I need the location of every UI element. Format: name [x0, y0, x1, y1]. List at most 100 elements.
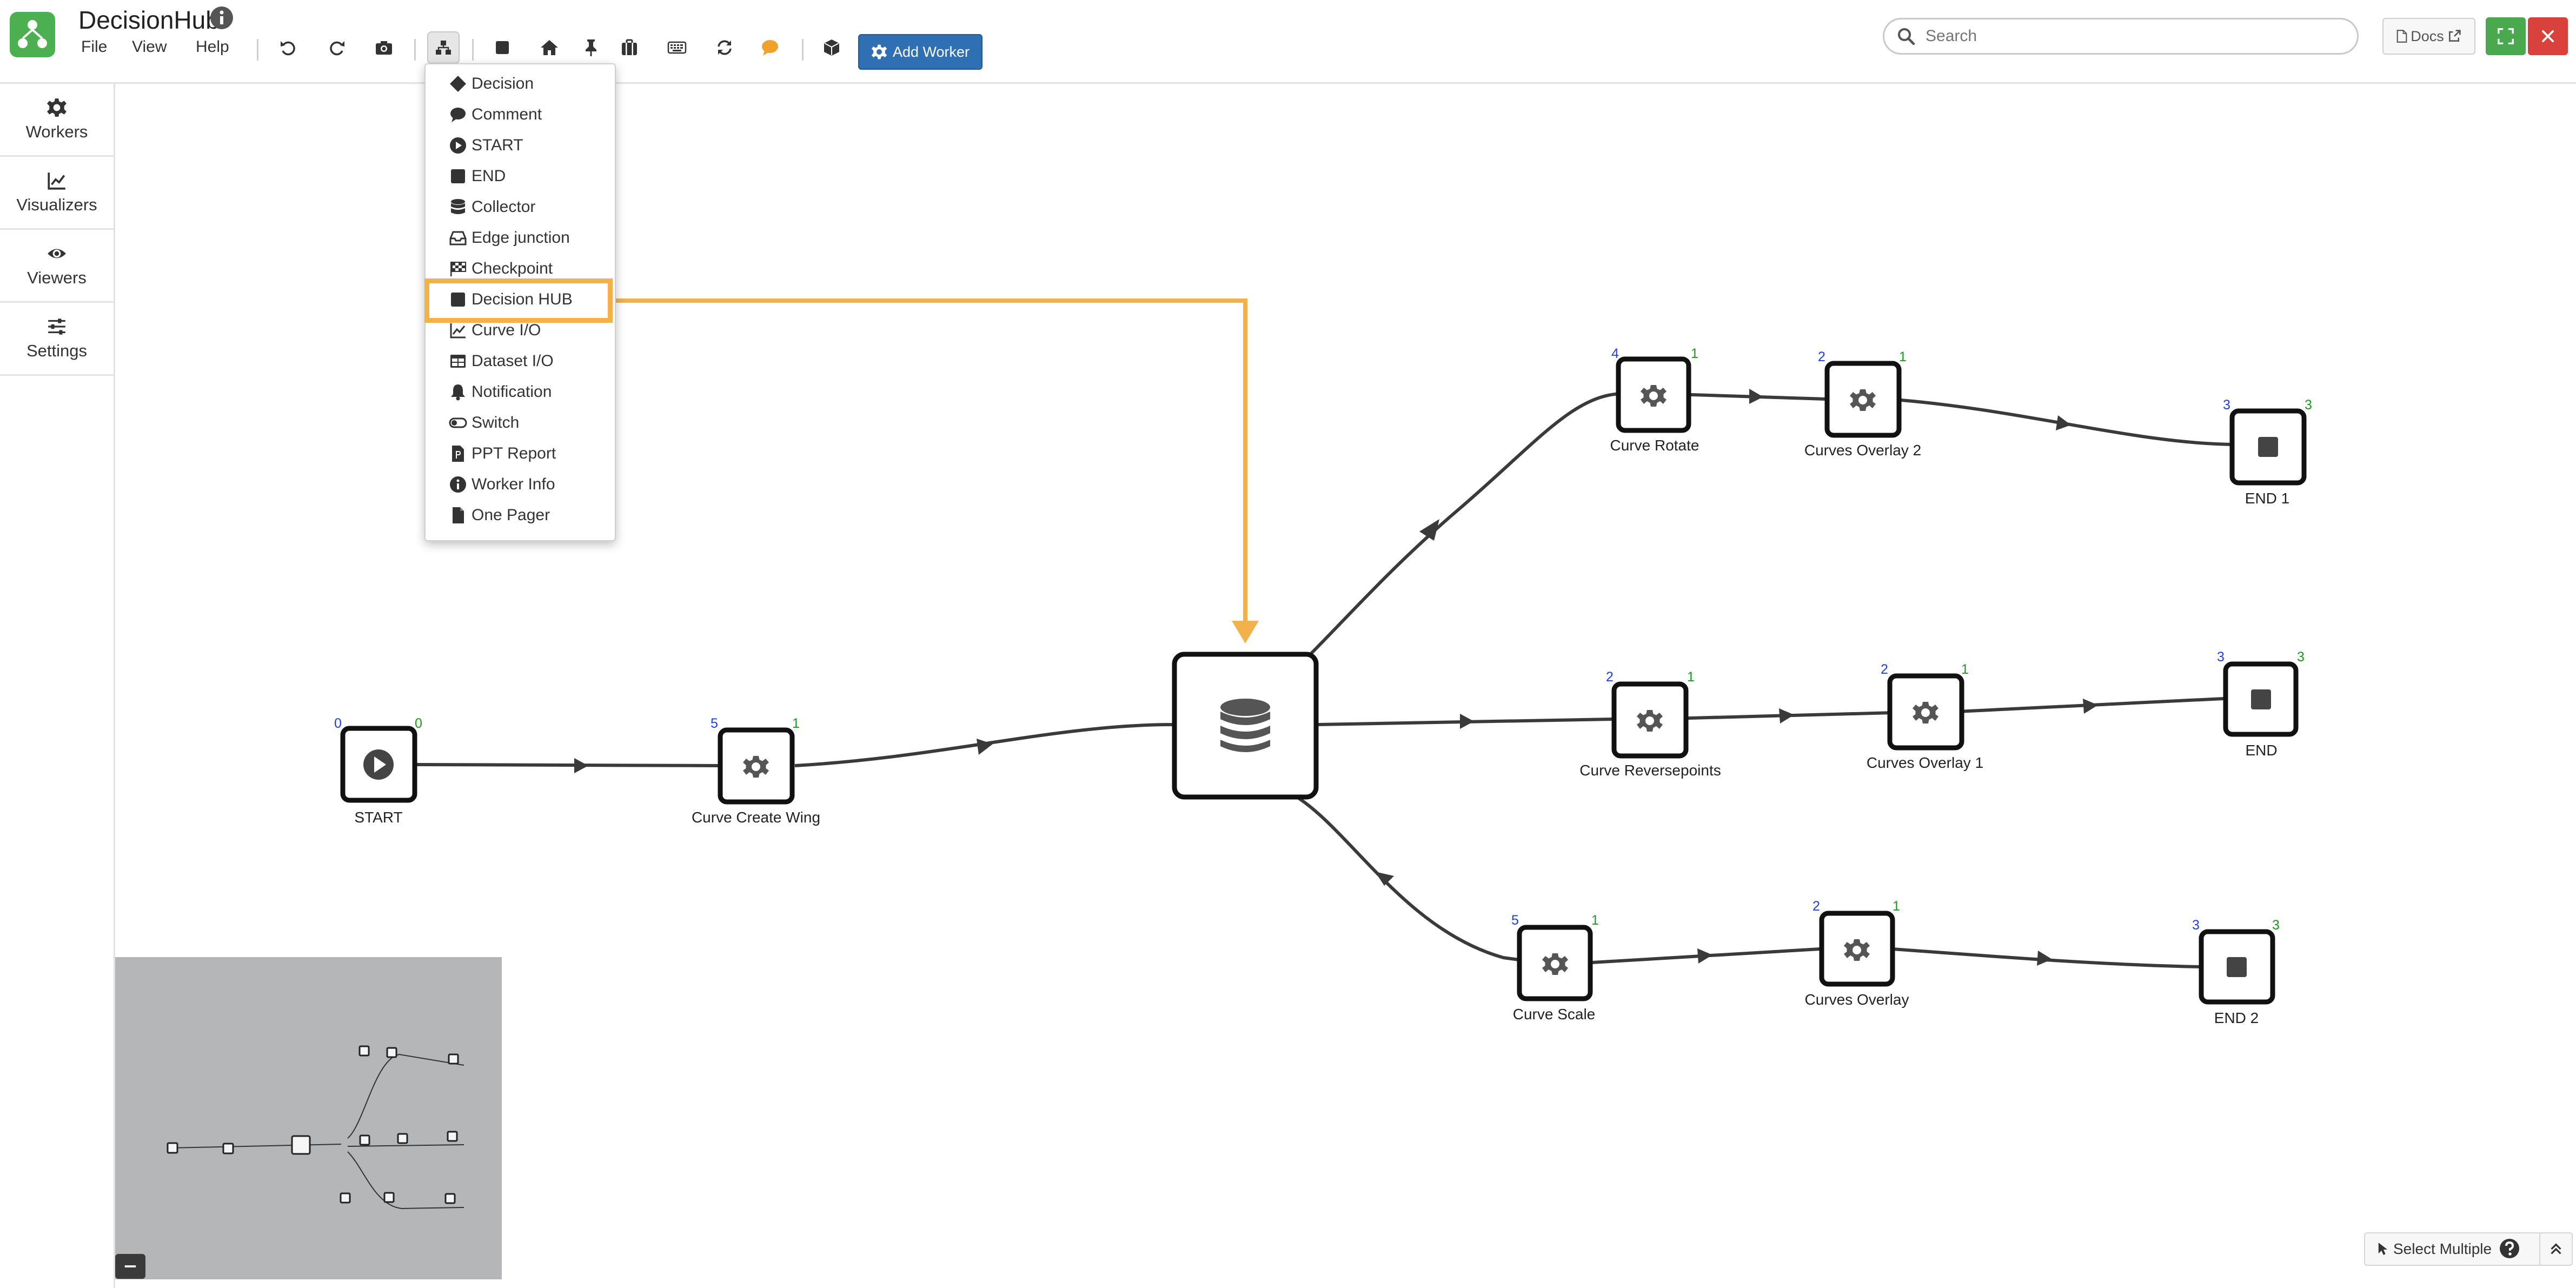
dropdown-item-decision-hub[interactable]: Decision HUB: [426, 284, 615, 315]
redo-button[interactable]: [321, 31, 353, 64]
keyboard-icon: [667, 41, 687, 54]
node-label: Curve Scale: [1512, 1006, 1596, 1023]
stop-button[interactable]: [486, 31, 519, 64]
app-logo: [10, 12, 55, 57]
port-out-count: 3: [2272, 918, 2280, 933]
info-circle-icon: [450, 476, 466, 493]
home-button[interactable]: [533, 31, 566, 64]
play-circle-icon: [450, 137, 466, 154]
keyboard-button[interactable]: [661, 31, 693, 64]
search-icon: [1898, 28, 1915, 45]
double-chevron-up-icon: [2551, 1243, 2561, 1254]
dropdown-item-end[interactable]: END: [426, 161, 615, 191]
external-link-icon: [2448, 30, 2461, 42]
camera-icon: [376, 41, 392, 55]
node-curve-create-wing: [718, 727, 795, 805]
port-in-count: 3: [2217, 649, 2225, 665]
bell-icon: [451, 384, 465, 400]
stop-square-icon: [496, 41, 509, 54]
node-curves-overlay: [1819, 911, 1895, 987]
package-button[interactable]: [815, 31, 848, 64]
sidebar-item-label: Visualizers: [16, 195, 97, 214]
question-circle-icon[interactable]: [2499, 1238, 2520, 1259]
app-title: DecisionHub: [78, 6, 220, 34]
sidebar-item-settings[interactable]: Settings: [0, 303, 114, 376]
add-node-menu-button[interactable]: [427, 31, 460, 64]
home-icon: [541, 40, 558, 55]
panel-toggle-button[interactable]: [2539, 1232, 2573, 1266]
node-curve-rotate: [1616, 356, 1691, 433]
sidebar: Workers Visualizers Viewers Settings: [0, 84, 115, 1288]
close-icon: [2541, 30, 2554, 43]
dropdown-item-checkpoint[interactable]: Checkpoint: [426, 253, 615, 284]
comments-button[interactable]: [754, 31, 786, 64]
thumbtack-icon: [586, 39, 596, 56]
dropdown-item-decision[interactable]: Decision: [426, 68, 615, 99]
dropdown-item-comment[interactable]: Comment: [426, 99, 615, 130]
port-out-count: 0: [415, 716, 422, 731]
powerpoint-file-icon: [452, 445, 464, 462]
dropdown-item-collector[interactable]: Collector: [426, 191, 615, 222]
sidebar-item-workers[interactable]: Workers: [0, 84, 114, 157]
port-in-count: 3: [2192, 918, 2200, 933]
edge-arrow: [1419, 519, 1439, 541]
dropdown-item-one-pager[interactable]: One Pager: [426, 500, 615, 530]
minimap[interactable]: [115, 957, 502, 1279]
refresh-button[interactable]: [708, 31, 741, 64]
dropdown-item-curve-io[interactable]: Curve I/O: [426, 315, 615, 346]
port-out-count: 1: [1691, 346, 1698, 361]
node-start: [340, 726, 417, 803]
port-in-count: 2: [1818, 349, 1825, 364]
stop-square-icon: [451, 292, 465, 307]
info-circle-icon[interactable]: [209, 5, 234, 30]
edge: [1649, 711, 1894, 721]
port-out-count: 1: [1893, 899, 1900, 914]
search-box[interactable]: [1883, 18, 2359, 55]
edge: [1901, 399, 2234, 446]
port-out-count: 3: [2297, 649, 2305, 665]
port-out-count: 1: [1961, 662, 1969, 677]
database-icon: [451, 198, 465, 214]
minimap-preview: [167, 1045, 464, 1210]
node-curve-scale: [1517, 925, 1593, 1001]
dropdown-item-ppt-report[interactable]: PPT Report: [426, 438, 615, 469]
toolbar-separator: [802, 39, 804, 61]
workflow-edges: [340, 298, 2307, 1005]
menu-help[interactable]: Help: [196, 38, 229, 56]
app-header: DecisionHub File View Help: [0, 0, 2576, 84]
dropdown-item-switch[interactable]: Switch: [426, 407, 615, 438]
stop-square-icon: [451, 169, 465, 183]
minus-icon: [124, 1265, 136, 1267]
menu-view[interactable]: View: [132, 38, 167, 56]
add-worker-button[interactable]: Add Worker: [858, 34, 982, 70]
dropdown-item-edge-junction[interactable]: Edge junction: [426, 222, 615, 253]
node-label: Curves Overlay 1: [1866, 754, 1984, 771]
sidebar-item-visualizers[interactable]: Visualizers: [0, 157, 114, 230]
edge-arrow: [1460, 714, 1474, 729]
toolbar-separator: [472, 39, 474, 61]
workflow-canvas[interactable]: [115, 84, 2576, 1288]
minimap-collapse-button[interactable]: [115, 1254, 145, 1279]
port-out-count: 1: [1591, 913, 1599, 928]
dropdown-item-dataset-io[interactable]: Dataset I/O: [426, 346, 615, 376]
clipboard-button[interactable]: [613, 31, 646, 64]
search-input[interactable]: [1924, 26, 2338, 46]
expand-icon: [2498, 28, 2514, 44]
menu-file[interactable]: File: [81, 38, 108, 56]
node-curve-reversepoints: [1611, 681, 1689, 759]
dropdown-item-start[interactable]: START: [426, 130, 615, 161]
undo-button[interactable]: [272, 31, 304, 64]
node-end-2: [2199, 929, 2275, 1005]
node-label: END 1: [2245, 490, 2290, 507]
dropdown-item-worker-info[interactable]: Worker Info: [426, 469, 615, 500]
pin-button[interactable]: [575, 31, 607, 64]
screenshot-button[interactable]: [368, 31, 400, 64]
node-label: Curve Create Wing: [691, 809, 821, 826]
close-button[interactable]: [2528, 17, 2568, 55]
sidebar-item-viewers[interactable]: Viewers: [0, 230, 114, 303]
node-label: END 2: [2214, 1010, 2259, 1026]
docs-button[interactable]: Docs: [2382, 18, 2475, 55]
fullscreen-button[interactable]: [2486, 17, 2526, 55]
node-end-1: [2229, 408, 2307, 486]
dropdown-item-notification[interactable]: Notification: [426, 376, 615, 407]
